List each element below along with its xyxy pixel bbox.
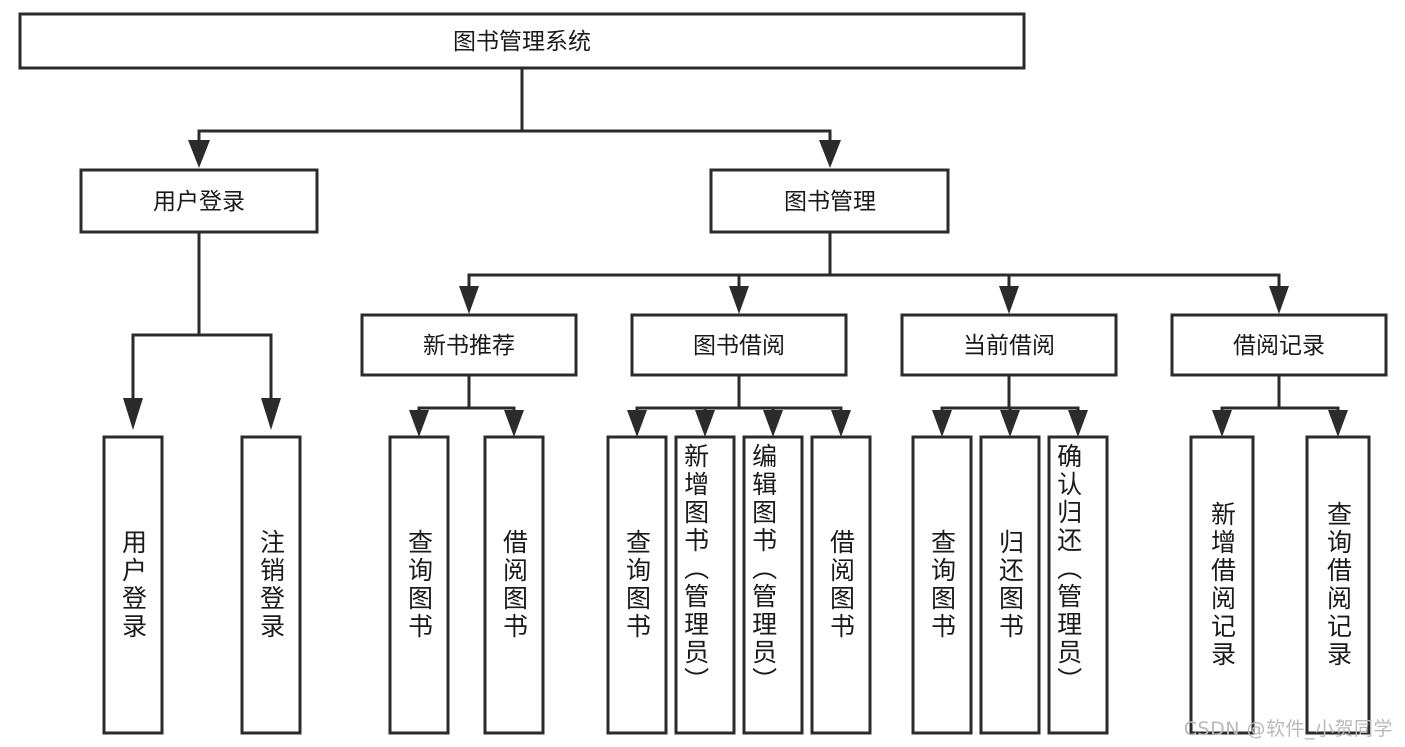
leaf-return-book-label: 归还图书 — [996, 529, 1025, 641]
connector-user-login-to-leaves — [123, 230, 281, 430]
leaf-query-book-newbook-label: 查询图书 — [405, 529, 434, 641]
node-book-management[interactable]: 图书管理 — [709, 168, 950, 234]
leaf-node-query-record[interactable]: 查询借阅记录 — [1305, 435, 1371, 735]
leaf-borrow-book-newbook-label: 借阅图书 — [500, 529, 529, 641]
user-login-label: 用户登录 — [153, 189, 245, 215]
leaf-add-book-label: 新增图书（管理员） — [681, 443, 710, 695]
connector-new-book-to-leaves — [409, 373, 524, 437]
connector-root-to-level2 — [188, 66, 841, 168]
arrow-to-leaf-edit-book — [763, 410, 783, 437]
arrow-to-user-login — [188, 140, 210, 168]
borrow-record-label: 借阅记录 — [1233, 333, 1325, 359]
node-borrow-record[interactable]: 借阅记录 — [1170, 313, 1388, 377]
leaf-query-record-label: 查询借阅记录 — [1324, 501, 1353, 669]
leaf-node-borrow-book-newbook[interactable]: 借阅图书 — [483, 435, 545, 735]
arrow-to-leaf-logout — [261, 398, 281, 430]
leaf-node-query-book-current[interactable]: 查询图书 — [911, 435, 973, 735]
root-label: 图书管理系统 — [453, 29, 591, 55]
new-book-recommend-label: 新书推荐 — [423, 333, 515, 359]
arrow-to-leaf-query-record — [1328, 410, 1348, 437]
arrow-to-leaf-add-record — [1212, 410, 1232, 437]
leaf-query-book-newbook-box[interactable] — [388, 435, 450, 735]
leaf-node-return-book[interactable]: 归还图书 — [979, 435, 1041, 735]
node-user-login[interactable]: 用户登录 — [79, 168, 319, 234]
arrow-to-leaf-borrow-book-1 — [504, 410, 524, 437]
current-borrow-label: 当前借阅 — [963, 333, 1055, 359]
arrow-to-new-book — [459, 286, 479, 314]
leaf-add-record-label: 新增借阅记录 — [1208, 501, 1237, 669]
connector-borrow-record-to-leaves — [1212, 373, 1348, 437]
node-new-book-recommend[interactable]: 新书推荐 — [360, 313, 578, 377]
connector-book-borrow-to-leaves — [627, 373, 851, 437]
leaf-borrow-book-borrow-box[interactable] — [810, 435, 872, 735]
leaf-user-login-label: 用户登录 — [119, 529, 148, 641]
arrow-to-leaf-borrow-book-2 — [831, 410, 851, 437]
leaf-edit-book-box[interactable] — [742, 435, 804, 735]
book-management-box[interactable] — [709, 168, 950, 234]
arrow-to-leaf-query-book-2 — [627, 410, 647, 437]
leaf-confirm-return-label: 确认归还（管理员） — [1054, 443, 1083, 695]
user-login-box[interactable] — [79, 168, 319, 234]
connector-current-borrow-to-leaves — [932, 373, 1088, 437]
arrow-to-current-borrow — [999, 286, 1019, 314]
leaf-node-query-book-newbook[interactable]: 查询图书 — [388, 435, 450, 735]
current-borrow-box[interactable] — [900, 313, 1118, 377]
leaf-logout-box[interactable] — [240, 435, 302, 735]
book-borrow-label: 图书借阅 — [693, 333, 785, 359]
arrow-to-leaf-add-book — [695, 410, 715, 437]
leaf-user-login-box[interactable] — [102, 435, 164, 735]
leaf-add-record-box[interactable] — [1189, 435, 1255, 735]
leaf-return-book-box[interactable] — [979, 435, 1041, 735]
leaf-node-confirm-return[interactable]: 确认归还（管理员） — [1047, 435, 1109, 735]
arrow-to-leaf-query-book-1 — [409, 410, 429, 437]
arrow-to-leaf-query-book-3 — [932, 410, 952, 437]
arrow-to-leaf-user-login — [123, 398, 143, 430]
leaf-logout-label: 注销登录 — [257, 529, 286, 641]
leaf-node-add-record[interactable]: 新增借阅记录 — [1189, 435, 1255, 735]
leaf-query-book-current-box[interactable] — [911, 435, 973, 735]
leaf-node-borrow-book-borrow[interactable]: 借阅图书 — [810, 435, 872, 735]
leaf-add-book-box[interactable] — [674, 435, 736, 735]
leaf-node-logout[interactable]: 注销登录 — [240, 435, 302, 735]
leaf-borrow-book-newbook-box[interactable] — [483, 435, 545, 735]
leaf-query-book-borrow-box[interactable] — [606, 435, 668, 735]
borrow-record-box[interactable] — [1170, 313, 1388, 377]
arrow-to-leaf-return-book — [1000, 410, 1020, 437]
leaf-node-query-book-borrow[interactable]: 查询图书 — [606, 435, 668, 735]
connector-book-mgmt-to-level3 — [459, 230, 1289, 314]
leaf-query-book-borrow-label: 查询图书 — [623, 529, 652, 641]
node-book-borrow[interactable]: 图书借阅 — [630, 313, 848, 377]
leaf-query-book-current-label: 查询图书 — [928, 529, 957, 641]
leaf-edit-book-label: 编辑图书（管理员） — [749, 443, 778, 695]
book-management-label: 图书管理 — [784, 189, 876, 215]
root-box[interactable] — [18, 12, 1026, 70]
leaf-node-edit-book[interactable]: 编辑图书（管理员） — [742, 435, 804, 735]
node-root[interactable]: 图书管理系统 — [18, 12, 1026, 70]
new-book-recommend-box[interactable] — [360, 313, 578, 377]
leaf-node-user-login[interactable]: 用户登录 — [102, 435, 164, 735]
arrow-to-book-borrow — [729, 286, 749, 314]
leaf-borrow-book-borrow-label: 借阅图书 — [827, 529, 856, 641]
arrow-to-borrow-record — [1269, 286, 1289, 314]
node-current-borrow[interactable]: 当前借阅 — [900, 313, 1118, 377]
arrow-to-leaf-confirm-return — [1068, 410, 1088, 437]
book-borrow-box[interactable] — [630, 313, 848, 377]
leaf-confirm-return-box[interactable] — [1047, 435, 1109, 735]
arrow-to-book-mgmt — [819, 140, 841, 168]
leaf-node-add-book[interactable]: 新增图书（管理员） — [674, 435, 736, 735]
leaf-query-record-box[interactable] — [1305, 435, 1371, 735]
